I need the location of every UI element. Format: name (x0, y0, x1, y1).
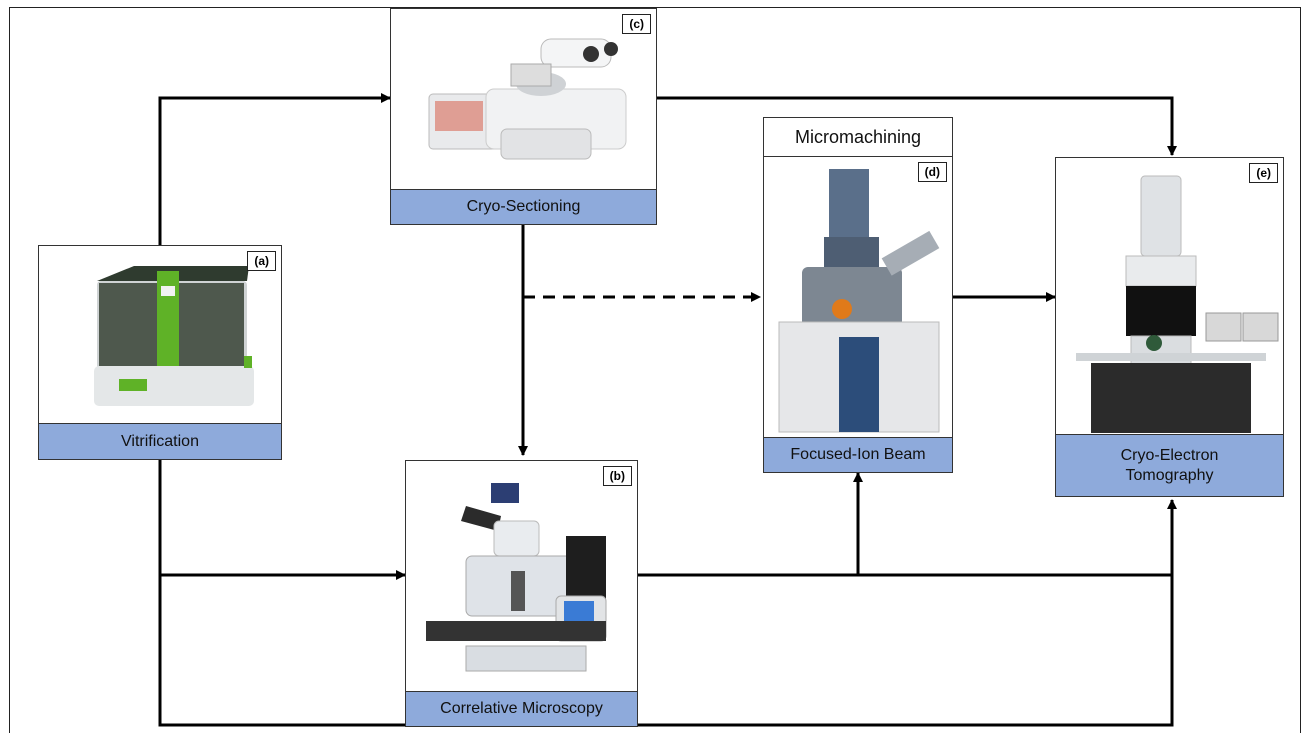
caption-cryo-et-line2: Tomography (1125, 466, 1214, 484)
edge-cryo-sectioning-to-cryo-et (657, 96, 1177, 156)
node-focused-ion-beam: (d) Focused-Ion Beam (763, 156, 953, 473)
caption-focused-ion-beam: Focused-Ion Beam (764, 437, 952, 472)
edge-vitrification-to-cryo-sectioning (158, 93, 391, 245)
panel-tag-b: (b) (602, 466, 632, 486)
caption-vitrification: Vitrification (39, 423, 281, 459)
node-cryo-electron-tomography: (e) Cryo-Electron Tomography (1055, 157, 1284, 497)
plunge-freezer-image (39, 246, 281, 424)
node-cryo-sectioning: (c) Cryo-Sectioning (390, 8, 657, 225)
panel-tag-c: (c) (622, 14, 651, 34)
figure-frame (9, 7, 1301, 733)
edge-vitrification-to-correlative (158, 460, 406, 580)
cryo-ultramicrotome-image (391, 9, 656, 191)
panel-tag-d: (d) (917, 162, 947, 182)
node-correlative-microscopy: (b) Correlative Microscopy (405, 460, 638, 727)
header-micromachining: Micromachining (763, 117, 953, 157)
caption-correlative-microscopy: Correlative Microscopy (406, 691, 637, 726)
light-microscope-image (406, 461, 637, 694)
caption-cryo-et-line1: Cryo-Electron (1120, 446, 1219, 464)
tem-microscope-image (1056, 158, 1283, 438)
panel-tag-a: (a) (247, 251, 276, 271)
node-vitrification: (a) Vitrification (38, 245, 282, 460)
caption-cryo-electron-tomography: Cryo-Electron Tomography (1056, 434, 1283, 496)
fib-sem-image (764, 157, 952, 439)
panel-tag-e: (e) (1249, 163, 1278, 183)
caption-cryo-sectioning: Cryo-Sectioning (391, 189, 656, 224)
edge-vitrification-to-cryo-et (158, 499, 1177, 727)
